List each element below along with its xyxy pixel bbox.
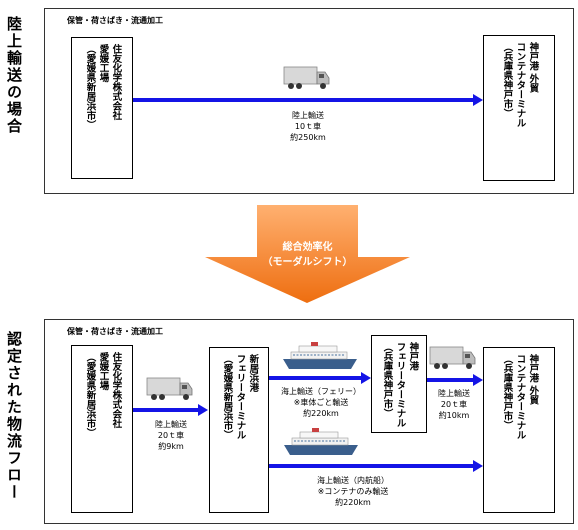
ship-icon <box>284 428 358 455</box>
leg1-label: 陸上輸送 20ｔ車 約9km <box>155 420 187 452</box>
leg2-note: ※車体ごと輸送 <box>293 397 349 407</box>
title-certified-flow: 認定された物流フロー <box>5 331 23 501</box>
land-route-distance: 約250km <box>290 132 326 142</box>
modal-shift-arrow <box>205 205 410 303</box>
port1-name: 新居浜港 <box>247 354 259 392</box>
land-route-label: 陸上輸送 10ｔ車 約250km <box>290 111 326 143</box>
land-route-vehicle: 10ｔ車 <box>294 121 322 131</box>
port1-location: （愛媛県新居浜市） <box>221 354 233 440</box>
leg3-distance: 約10km <box>438 410 470 420</box>
ship-icon <box>283 342 357 369</box>
origin-location: （愛媛県新居浜市） <box>84 44 96 130</box>
leg1-vehicle: 20ｔ車 <box>157 430 185 440</box>
title-land-transport: 陸上輸送の場合 <box>5 16 23 135</box>
certified-flow-panel: 保管・荷さばき・流通加工 住友化学株式会社 愛媛工場 （愛媛県新居浜市） 新居浜… <box>44 319 574 524</box>
land-route-arrow <box>133 94 483 106</box>
dest-sub: コンテナターミナル <box>514 42 526 128</box>
port1-sub: フェリーターミナル <box>234 354 246 440</box>
origin-location: （愛媛県新居浜市） <box>84 352 96 438</box>
leg2-distance: 約220km <box>303 408 339 418</box>
niihama-ferry-terminal-box: 新居浜港 フェリーターミナル （愛媛県新居浜市） <box>209 347 269 513</box>
storage-handling-tag: 保管・荷さばき・流通加工 <box>67 16 163 25</box>
dest-container-terminal-box: 神戸港 外貿 コンテナターミナル （兵庫県神戸市） <box>483 347 555 513</box>
leg2-label: 海上輸送（フェリー） ※車体ごと輸送 約220km <box>281 387 361 419</box>
leg4-label: 海上輸送（内航船） ※コンテナのみ輸送 約220km <box>317 476 389 508</box>
dest-location: （兵庫県神戸市） <box>501 42 513 118</box>
dest-location: （兵庫県神戸市） <box>501 354 513 430</box>
modal-shift-line2: （モーダルシフト） <box>262 257 353 268</box>
dest-name: 神戸港 外貿 <box>527 354 539 405</box>
leg2-mode: 海上輸送（フェリー） <box>281 387 361 396</box>
leg3-label: 陸上輸送 20ｔ車 約10km <box>438 389 470 421</box>
port2-sub: フェリーターミナル <box>394 342 406 428</box>
land-transport-panel: 保管・荷さばき・流通加工 住友化学株式会社 愛媛工場 （愛媛県新居浜市） 神戸港… <box>44 8 574 194</box>
leg1-arrow <box>133 404 208 416</box>
dest-name: 神戸港 外貿 <box>527 42 539 93</box>
origin-factory-box: 住友化学株式会社 愛媛工場 （愛媛県新居浜市） <box>71 345 133 513</box>
truck-icon <box>146 377 193 400</box>
dest-sub: コンテナターミナル <box>514 354 526 440</box>
leg1-mode: 陸上輸送 <box>155 420 187 429</box>
origin-name: 住友化学株式会社 <box>110 44 122 120</box>
modal-shift-line1: 総合効率化 <box>282 242 333 253</box>
truck-icon <box>429 346 476 369</box>
leg4-distance: 約220km <box>335 497 371 507</box>
origin-sub: 愛媛工場 <box>97 44 109 82</box>
land-route-mode: 陸上輸送 <box>291 111 324 120</box>
truck-icon <box>283 66 330 89</box>
storage-handling-tag: 保管・荷さばき・流通加工 <box>67 327 163 336</box>
leg2-ferry-arrow <box>269 372 371 384</box>
origin-sub: 愛媛工場 <box>97 352 109 390</box>
leg1-distance: 約9km <box>158 441 184 451</box>
origin-factory-box: 住友化学株式会社 愛媛工場 （愛媛県新居浜市） <box>71 37 133 179</box>
port2-location: （兵庫県神戸市） <box>381 342 393 418</box>
port2-name: 神戸港 <box>407 342 419 371</box>
leg3-arrow <box>427 374 483 386</box>
dest-container-terminal-box: 神戸港 外貿 コンテナターミナル （兵庫県神戸市） <box>483 35 555 181</box>
leg4-note: ※コンテナのみ輸送 <box>317 486 389 496</box>
leg3-mode: 陸上輸送 <box>438 389 470 398</box>
kobe-ferry-terminal-box: 神戸港 フェリーターミナル （兵庫県神戸市） <box>371 335 427 433</box>
leg3-vehicle: 20ｔ車 <box>440 399 468 409</box>
leg4-mode: 海上輸送（内航船） <box>317 476 389 485</box>
leg4-ship-arrow <box>269 460 483 472</box>
origin-name: 住友化学株式会社 <box>110 352 122 428</box>
